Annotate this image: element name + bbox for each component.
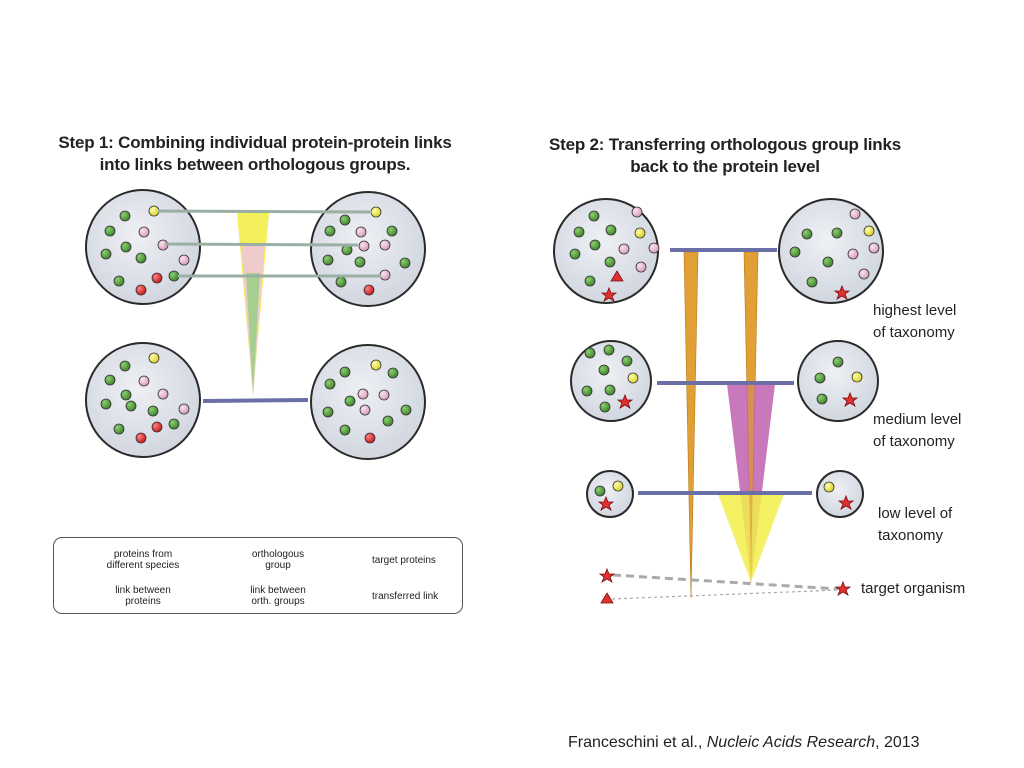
- low-level-circle-right: [816, 470, 864, 518]
- target-star-right: [834, 580, 852, 596]
- citation-journal: Nucleic Acids Research: [706, 734, 876, 751]
- ortho-group-link: [202, 398, 309, 403]
- species-circle-top-left: [85, 189, 201, 305]
- transferred-links: [611, 573, 839, 600]
- medium-level-line1: medium level: [873, 411, 962, 428]
- legend-ortho-line1: orthologous: [251, 549, 305, 560]
- protein-links: [157, 209, 381, 278]
- legend-link-proteins-text: link between proteins: [98, 585, 188, 607]
- citation-authors: Franceschini et al.,: [568, 734, 707, 751]
- legend-proteins-text: proteins from different species: [98, 549, 188, 571]
- highest-level-label: highest level of taxonomy: [873, 300, 956, 344]
- high-level-circle-left: [553, 198, 660, 304]
- low-level-circle-left: [586, 470, 634, 518]
- legend-target-text: target proteins: [372, 555, 436, 566]
- orange-center-cone-overlay: [746, 300, 756, 582]
- target-star-left: [598, 567, 616, 583]
- medium-level-circle-left: [570, 340, 652, 422]
- legend-link-proteins-line1: link between: [115, 585, 171, 596]
- legend-box: [53, 537, 463, 614]
- step2-title-line1: Step 2: Transferring orthologous group l…: [548, 135, 901, 154]
- medium-level-line2: of taxonomy: [873, 433, 955, 450]
- target-organism-label: target organism: [861, 580, 966, 597]
- legend-transferred-text: transferred link: [372, 591, 439, 602]
- legend-ortho-text: orthologous group: [242, 549, 314, 571]
- target-triangle-left: [600, 592, 614, 604]
- high-level-circle-right: [778, 198, 884, 304]
- highest-level-line1: highest level: [873, 302, 957, 319]
- legend-link-groups-line1: link between: [250, 585, 306, 596]
- citation-year: , 2013: [875, 734, 920, 751]
- medium-level-label: medium level of taxonomy: [873, 409, 961, 453]
- ortho-circle-bottom-left: [85, 342, 201, 458]
- species-circle-top-right: [310, 191, 426, 307]
- step1-title: Step 1: Combining individual protein-pro…: [40, 132, 470, 176]
- legend-proteins-line2: different species: [106, 560, 180, 571]
- citation: Franceschini et al., Nucleic Acids Resea…: [568, 734, 920, 752]
- low-level-line2: taxonomy: [878, 527, 944, 544]
- legend-ortho-line2: group: [265, 560, 291, 571]
- low-level-label: low level of taxonomy: [878, 503, 952, 547]
- step1-convergence-cone: [237, 213, 269, 395]
- legend-link-groups-line2: orth. groups: [251, 596, 305, 607]
- ortho-circle-bottom-right: [310, 344, 426, 460]
- low-level-line1: low level of: [878, 505, 953, 522]
- step2-title: Step 2: Transferring orthologous group l…: [530, 134, 920, 178]
- step1-title-line1: Step 1: Combining individual protein-pro…: [58, 133, 452, 152]
- step1-title-line2: into links between orthologous groups.: [99, 155, 411, 174]
- medium-level-circle-right: [797, 340, 879, 422]
- legend-link-proteins-line2: proteins: [125, 596, 161, 607]
- legend-link-groups-text: link between orth. groups: [242, 585, 314, 607]
- legend-proteins-line1: proteins from: [113, 549, 173, 560]
- step2-title-line2: back to the protein level: [630, 157, 820, 176]
- highest-level-line2: of taxonomy: [873, 324, 955, 341]
